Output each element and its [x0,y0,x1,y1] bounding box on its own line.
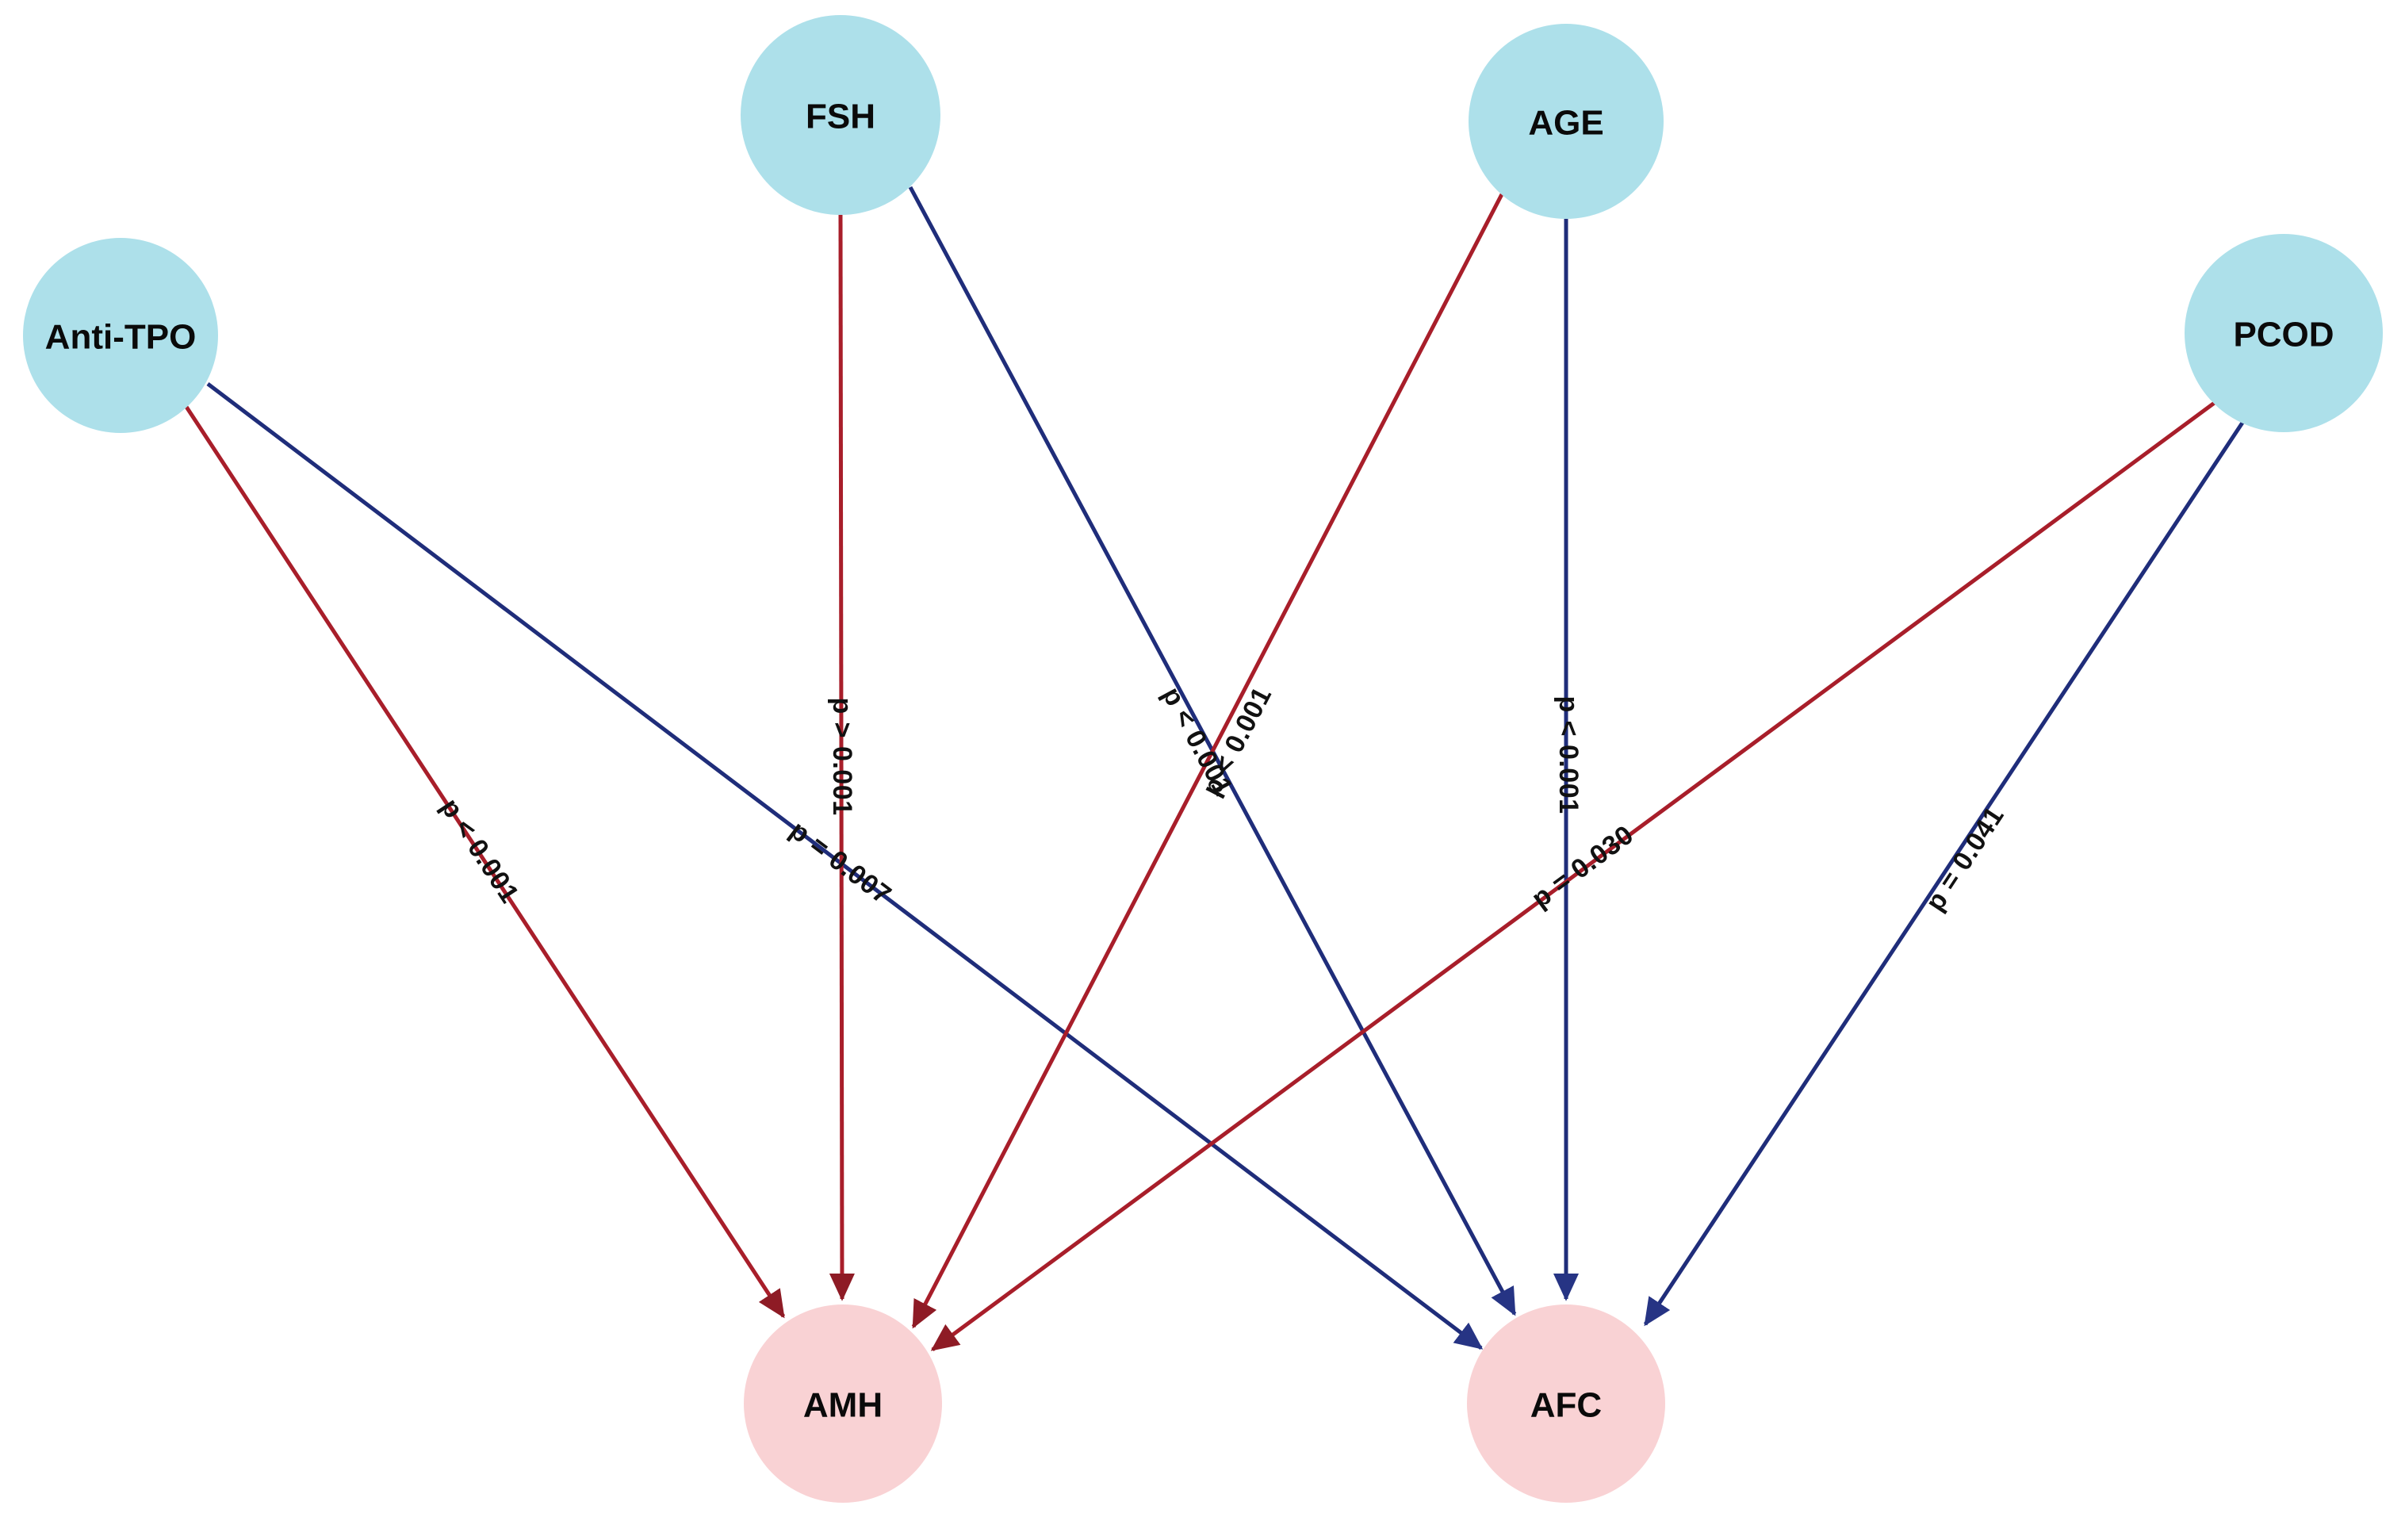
edge-pcod-afc [1643,421,2245,1327]
edge-label-pcod-amh: p = 0.030 [1526,819,1640,914]
edge-label-fsh-amh: p > 0.001 [827,697,857,815]
edge-label-age-afc: p < 0.001 [1553,695,1584,814]
node-age[interactable]: AGE [1469,24,1664,219]
node-afc[interactable]: AFC [1467,1304,1665,1503]
edge-pcod-amh [930,400,2217,1352]
node-label-fsh: FSH [806,98,875,136]
node-label-anti-tpo: Anti-TPO [45,318,197,357]
node-label-pcod: PCOD [2233,316,2334,354]
edge-age-amh [911,193,1504,1329]
node-label-afc: AFC [1530,1386,1602,1425]
node-circle-anti-tpo [23,238,218,433]
edge-anti-tpo-amh [184,405,786,1319]
node-label-age: AGE [1528,104,1603,143]
edge-anti-tpo-afc [206,382,1484,1350]
edge-label-anti-tpo-amh: p < 0.001 [435,793,525,908]
node-circle-fsh [741,15,940,215]
node-pcod[interactable]: PCOD [2185,234,2383,432]
edge-layer [184,186,2245,1352]
node-fsh[interactable]: FSH [741,15,940,215]
node-layer: Anti-TPO FSH AGE PCOD AMH AFC [23,15,2383,1503]
edge-label-pcod-afc: p = 0.041 [1920,801,2010,916]
node-anti-tpo[interactable]: Anti-TPO [23,238,218,433]
node-circle-age [1469,24,1664,219]
node-circle-pcod [2185,234,2383,432]
node-circle-amh [744,1304,942,1503]
edge-fsh-amh [829,214,856,1301]
node-amh[interactable]: AMH [744,1304,942,1503]
node-circle-afc [1467,1304,1665,1503]
node-label-amh: AMH [803,1386,883,1425]
